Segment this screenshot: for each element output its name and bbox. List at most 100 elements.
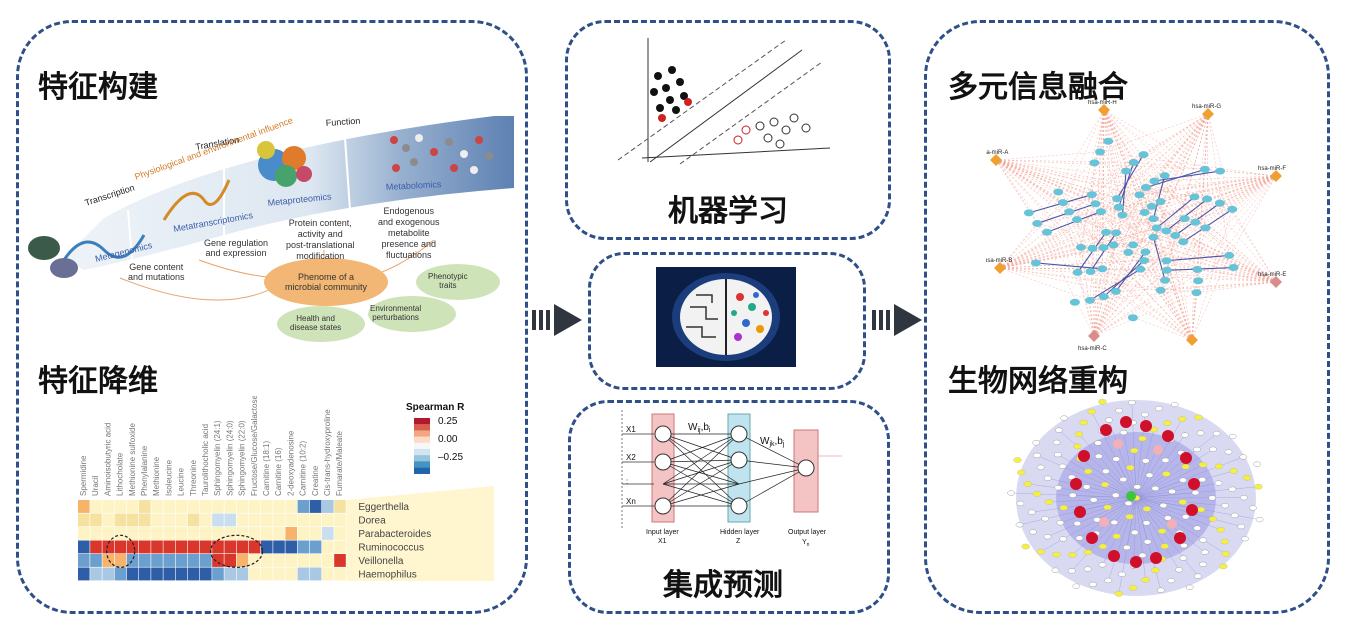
heatmap-row-label: Eggerthella [358,502,409,513]
gene-node [1053,188,1064,196]
network-node [1126,464,1135,471]
gene-node [1113,203,1124,211]
heatmap-cell [187,500,200,513]
gene-node [1095,208,1106,216]
integration-panel [924,20,1330,614]
network-node [1112,533,1121,540]
input-node [654,453,672,471]
hub-node [1070,478,1082,490]
heatmap-cell [248,500,261,513]
network-node [1102,468,1110,474]
network-node [1145,472,1154,478]
heatmap-cell [151,540,163,554]
legend-swatch [414,430,430,437]
mirna-edge [1116,198,1193,341]
mirna-edge [1093,194,1140,337]
heatmap-row-label: Dorea [358,516,386,527]
heatmap-column-label: Aminoisobutyric acid [103,423,112,496]
heatmap-column-label: Uracil [91,475,100,496]
outcome-label-phenotypic: Phenotypic traits [428,272,468,290]
mirna-label: hsa-miR-G [1192,104,1221,110]
heatmap-cell [175,540,188,554]
network-node [1087,408,1096,415]
legend-swatch [414,442,430,450]
mirna-edge [1091,194,1095,337]
mirna-edge [1153,218,1193,341]
margin-line [679,61,823,165]
network-node [1255,516,1264,523]
gene-node [1075,243,1086,251]
mirna-edge [999,219,1078,269]
network-node [1110,519,1119,526]
heatmap-column-label: Carnitine (18:1) [262,441,271,496]
mirna-edge [1160,175,1277,202]
heatmap-cell [248,513,261,527]
network-node [1212,430,1221,437]
network-node [1142,506,1152,512]
heatmap-cell [261,527,273,540]
mirna-label: hsa-miR-C [1078,346,1107,350]
heatmap-cell [273,513,285,527]
gene-node [1085,267,1096,275]
mirna-edge [1080,247,1095,337]
gene-node [1072,268,1083,276]
mirna-edge [999,235,1176,269]
mirna-edge [1133,162,1193,341]
heatmap-column-label: Fructose/Glucose/Galactose [250,396,259,496]
mirna-edge [995,159,1168,271]
nn-connection [738,459,807,469]
gene-edge [1145,168,1206,189]
network-node [1098,543,1108,550]
mirna-edge [1175,175,1277,236]
heatmap-cell [139,527,151,540]
mirna-edge [1103,109,1208,200]
support-vector-point [684,98,692,106]
mirna-edge [1153,237,1277,283]
decision-boundary [649,49,803,163]
network-edge [1058,430,1137,499]
input-node [654,425,672,443]
heatmap-cell [236,527,249,540]
network-node [1151,567,1160,573]
hub-node-light [1153,445,1163,455]
gene-node [1128,158,1139,166]
dna-helix-icon [62,234,146,261]
gene-node [1110,287,1121,295]
network-node [1239,454,1248,460]
network-edge [1031,497,1137,513]
arrow-left-to-middle [532,304,582,336]
mirna-edge [1103,109,1105,248]
gene-node [1112,195,1123,203]
support-vector-point [658,114,666,122]
mirna-edge [1160,290,1193,341]
heatmap-cell [139,500,151,513]
gene-node [1072,216,1083,224]
heatmap-cell [236,513,249,527]
mirna-edge [1115,291,1193,341]
mirna-edge [995,159,1091,301]
mirna-edge [1229,255,1277,283]
network-edge [1047,478,1137,499]
hub-node [1180,452,1192,464]
heatmap-cell [78,500,90,513]
heatmap-cell [212,500,224,513]
network-edge [1078,434,1137,499]
nn-connection [738,433,807,469]
heatmap-cell [309,540,322,554]
heatmap-cell [187,513,200,527]
mirna-edge [1103,109,1117,233]
center-node [1126,491,1136,501]
hub-node [1086,532,1098,544]
network-node [1054,485,1062,491]
network-node [1015,522,1024,528]
heatmap-cell [139,540,151,554]
network-node [1068,568,1076,574]
network-node [1201,549,1209,555]
network-node [1208,495,1217,501]
network-node [1043,475,1052,481]
mirna-edge [1133,162,1277,283]
heatmap-cell [236,500,249,513]
network-node [1089,497,1098,503]
network-node [1159,502,1168,509]
